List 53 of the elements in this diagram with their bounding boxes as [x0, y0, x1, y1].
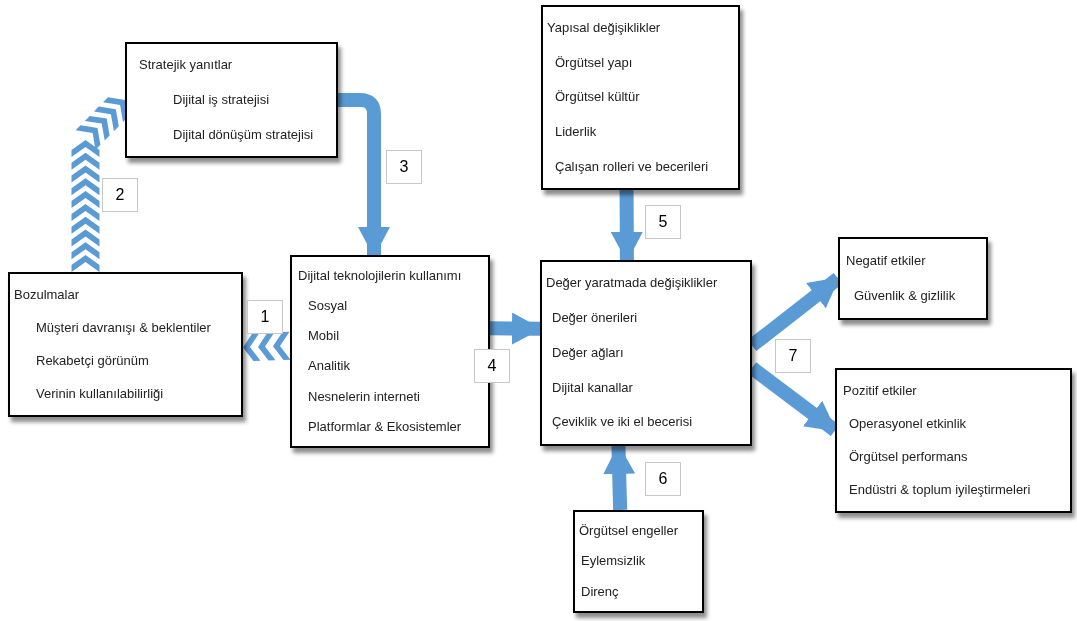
text-box: [125, 42, 338, 158]
list-item: Değer ağları: [551, 344, 625, 362]
block-arrow: [610, 189, 643, 262]
callout-number: 4: [474, 349, 510, 383]
block-arrow: [489, 312, 542, 345]
list-item: Çalışan rolleri ve becerileri: [554, 158, 710, 175]
list-item: Güvenlik & gizlilik: [853, 288, 957, 305]
list-item: Eylemsizlik: [580, 553, 647, 570]
box-heading: Değer yaratmada değişiklikler: [545, 275, 719, 292]
box-heading: Stratejik yanıtlar: [138, 57, 234, 74]
block-arrow: [603, 444, 636, 511]
list-item: Çeviklik ve iki el becerisi: [551, 414, 694, 431]
list-item: Platformlar & Ekosistemler: [307, 418, 463, 435]
callout-number: 2: [102, 178, 138, 212]
box-heading: Dijital teknolojilerin kullanımı: [297, 267, 463, 285]
list-item: Verinin kullanılabilirliği: [35, 386, 165, 403]
block-arrow: [338, 93, 390, 257]
text-box: [290, 255, 490, 448]
list-item: Nesnelerin interneti: [307, 388, 421, 405]
list-item: Mobil: [307, 328, 341, 345]
list-item: Örgütsel kültür: [554, 89, 641, 106]
callout-number: 5: [645, 205, 681, 239]
box-heading: Örgütsel engeller: [578, 523, 679, 540]
list-item: Müşteri davranışı & beklentiler: [35, 319, 212, 336]
text-box: [573, 510, 704, 613]
box-heading: Pozitif etkiler: [842, 382, 918, 399]
text-box: [540, 260, 752, 446]
callout-number: 1: [247, 300, 283, 334]
list-item: Analitik: [307, 358, 351, 375]
list-item: Rekabetçi görünüm: [35, 353, 150, 370]
text-box: [8, 272, 243, 417]
list-item: Örgütsel performans: [848, 449, 969, 466]
list-item: Liderlik: [554, 123, 598, 141]
list-item: Örgütsel yapı: [554, 54, 634, 71]
callout-number: 6: [645, 462, 681, 496]
text-box: [541, 5, 740, 190]
text-box: [835, 368, 1072, 513]
callout-number: 3: [386, 150, 422, 184]
list-item: Operasyonel etkinlik: [848, 415, 968, 432]
text-box: [838, 237, 988, 320]
box-heading: Negatif etkiler: [845, 252, 927, 269]
list-item: Değer önerileri: [551, 310, 639, 327]
callout-number: 7: [775, 339, 811, 373]
chevron-arrow: [243, 331, 291, 361]
list-item: Dijital dönüşüm stratejisi: [172, 126, 315, 143]
chevron-arrow: [71, 97, 128, 272]
box-heading: Yapısal değişiklikler: [546, 20, 662, 37]
list-item: Sosyal: [307, 298, 349, 315]
list-item: Dijital iş stratejisi: [172, 91, 271, 109]
list-item: Endüstri & toplum iyileştirmeleri: [848, 482, 1032, 499]
box-heading: Bozulmalar: [13, 286, 81, 303]
list-item: Dijital kanallar: [551, 379, 634, 396]
list-item: Direnç: [580, 583, 620, 600]
